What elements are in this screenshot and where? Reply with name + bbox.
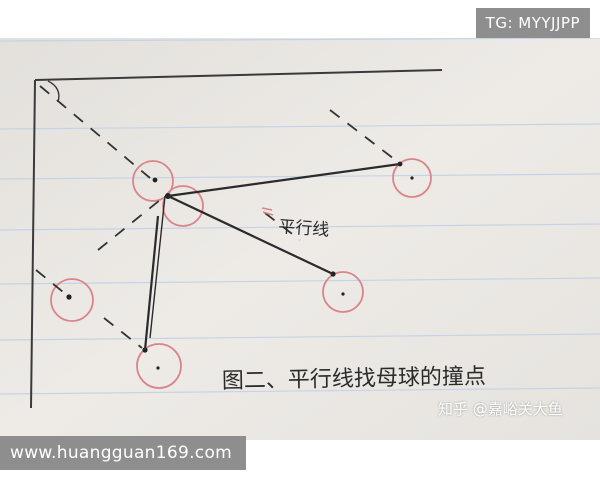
ball-right-target [392,158,432,198]
dashed-right-guide [329,109,399,163]
sketch-drawing: 平行线 图二、平行线找母球的撞点 [0,38,600,440]
ball-bottom [136,343,182,389]
line-cue-to-bottom-second [149,195,166,339]
ball-ghost-upper [132,160,174,202]
line-cue-to-right [167,162,401,198]
dashed-left-lower [35,269,69,297]
paper-background [0,38,600,440]
ruled-lines [0,38,600,395]
corner-angle-arc [47,80,60,103]
zhihu-watermark: 知乎 @嘉峪关大鱼 [438,400,563,418]
dashed-corner-to-ghost [39,85,151,179]
notebook-photo: 平行线 图二、平行线找母球的撞点 [0,38,600,440]
parallel-line-label: 平行线 [278,217,330,241]
tg-badge: TG: MYYJJPP [475,8,590,38]
table-border [30,69,443,409]
ball-right-lower [322,271,364,313]
dashed-lines [35,85,399,349]
red-mark [261,207,274,216]
url-badge: www.huangguan169.com [0,436,247,470]
line-cue-to-lower-right [167,195,334,275]
dashed-bottom-guide [103,317,143,349]
ball-cue [162,185,204,227]
dashed-parallel-mark [264,212,301,241]
ball-circles [50,158,432,389]
line-cue-to-bottom [143,215,160,351]
solid-lines [143,162,401,351]
ball-left-target [50,278,94,322]
dashed-left-upper [97,199,161,251]
caption-handwriting: 图二、平行线找母球的撞点 [222,364,486,394]
